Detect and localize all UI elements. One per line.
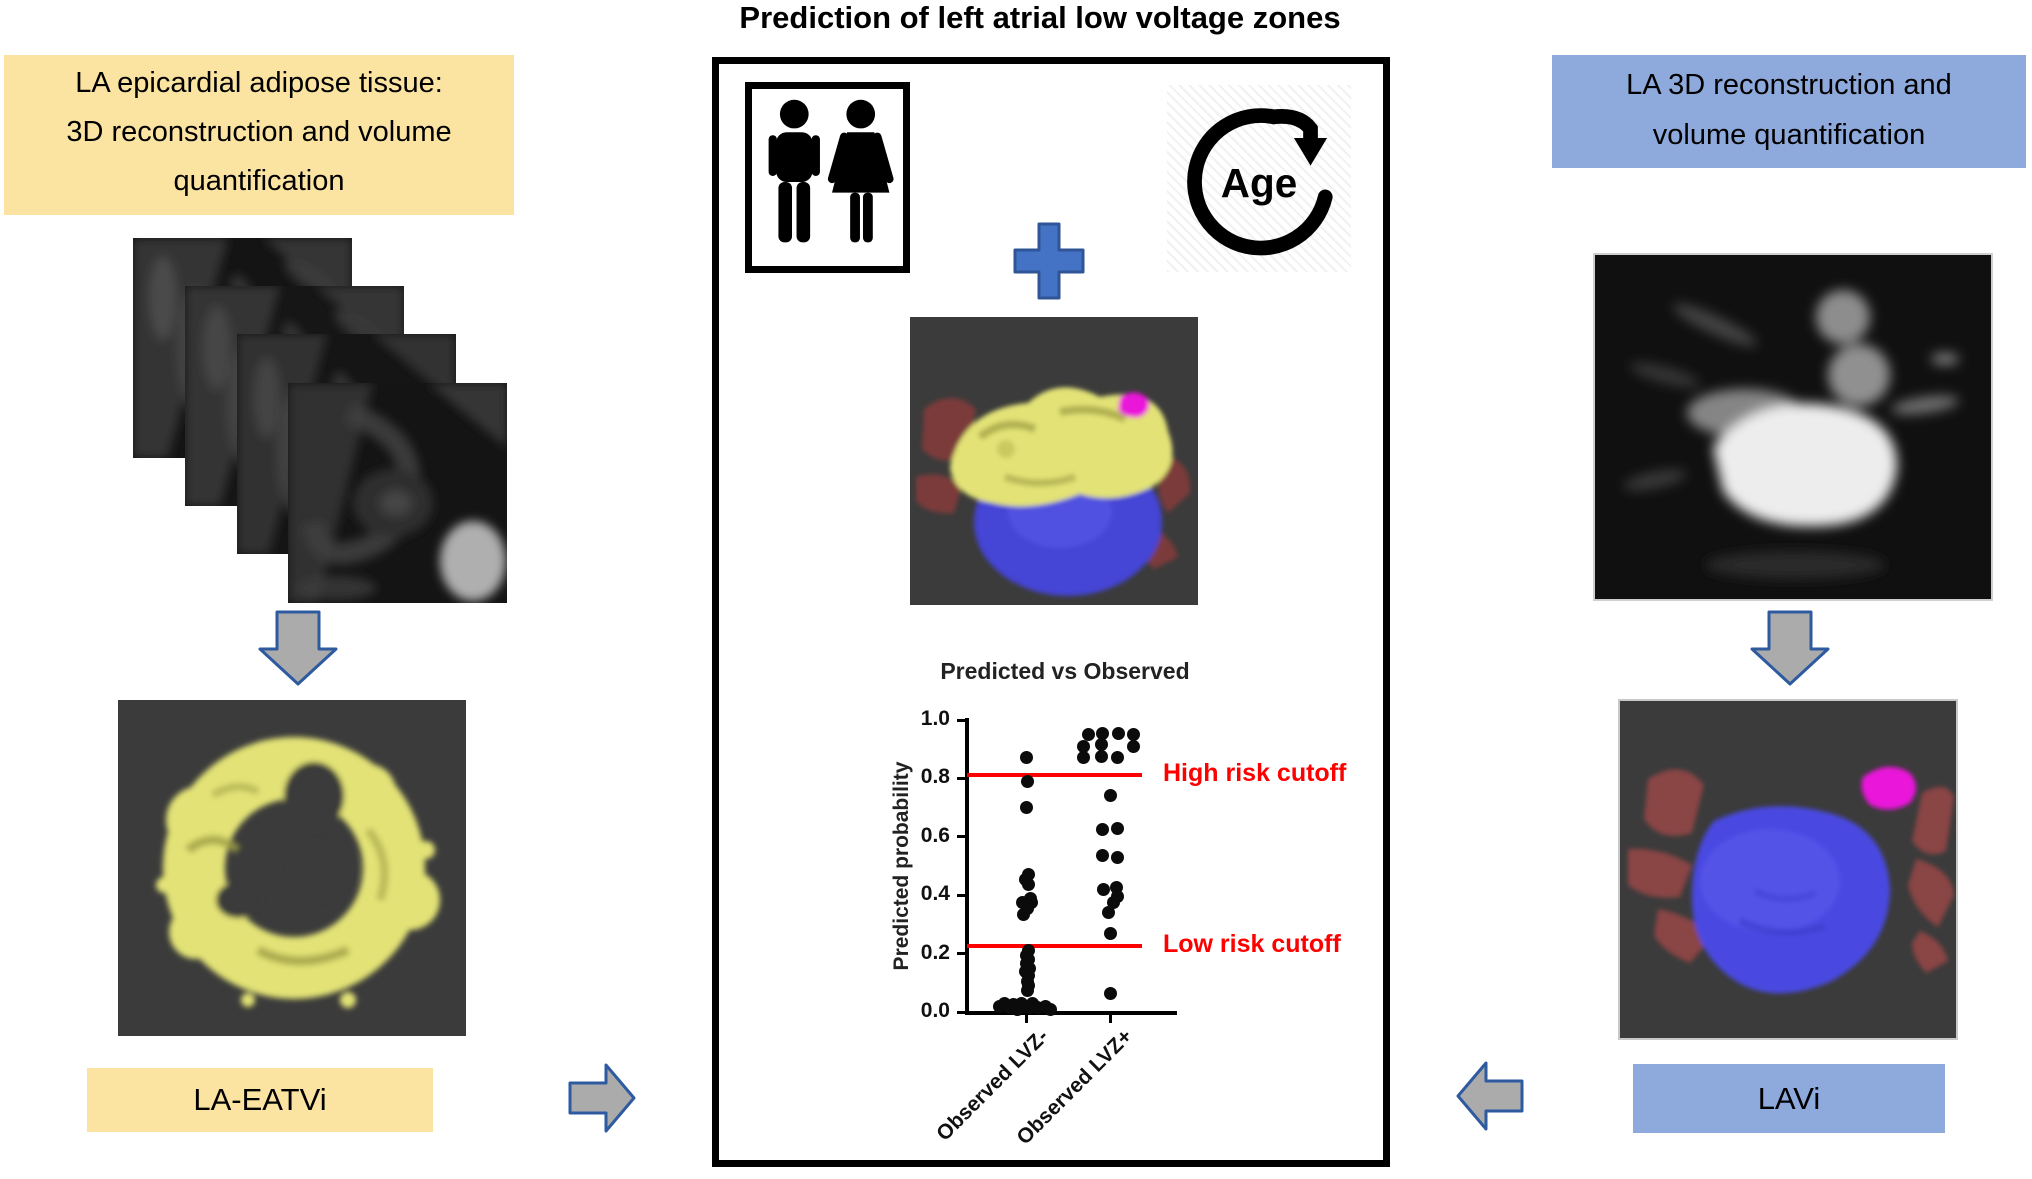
chart-y-axis-label: Predicted probability bbox=[890, 761, 913, 971]
y-tick-label: 1.0 bbox=[920, 707, 950, 730]
scatter-point bbox=[1081, 728, 1095, 742]
la-mri-image bbox=[1593, 253, 1993, 601]
predicted-vs-observed-chart: Predicted vs Observed Predicted probabil… bbox=[870, 650, 1390, 1165]
scatter-point bbox=[1103, 986, 1117, 1000]
figure-title: Prediction of left atrial low voltage zo… bbox=[739, 0, 1341, 35]
cutoff-line bbox=[967, 773, 1142, 777]
y-tick-mark bbox=[957, 835, 965, 839]
left-header-line2: 3D reconstruction and volume bbox=[66, 116, 452, 148]
y-tick-label: 0.4 bbox=[920, 882, 950, 906]
lavi-label: LAVi bbox=[1633, 1064, 1945, 1133]
scatter-point bbox=[1010, 1002, 1024, 1016]
cutoff-line bbox=[967, 944, 1142, 948]
cutoff-label: Low risk cutoff bbox=[1163, 930, 1341, 959]
scatter-point bbox=[1103, 926, 1117, 940]
scatter-point bbox=[1126, 739, 1140, 753]
scatter-point bbox=[1021, 878, 1035, 892]
scatter-point bbox=[1094, 750, 1108, 763]
scatter-point bbox=[1126, 728, 1140, 742]
y-tick-mark bbox=[957, 893, 965, 897]
mri-slice-image-4 bbox=[288, 383, 507, 608]
scatter-point bbox=[1103, 789, 1117, 803]
scatter-point bbox=[1106, 896, 1120, 909]
right-down-arrow-icon bbox=[1750, 610, 1830, 686]
y-tick-label: 0.6 bbox=[920, 823, 950, 847]
right-header-line1: LA 3D reconstruction and bbox=[1626, 69, 1952, 101]
chart-y-axis bbox=[965, 718, 969, 1014]
right-header-box: LA 3D reconstruction and volume quantifi… bbox=[1552, 55, 2026, 168]
scatter-point bbox=[1019, 801, 1033, 815]
scatter-point bbox=[1094, 738, 1108, 752]
scatter-point bbox=[1043, 1002, 1057, 1016]
scatter-point bbox=[1111, 726, 1125, 740]
y-tick-mark bbox=[957, 1010, 965, 1014]
chart-title: Predicted vs Observed bbox=[940, 658, 1190, 684]
y-tick-label: 0.2 bbox=[920, 940, 950, 964]
scatter-point bbox=[992, 999, 1006, 1013]
scatter-point bbox=[1096, 882, 1110, 896]
cutoff-label: High risk cutoff bbox=[1163, 759, 1347, 788]
scatter-point bbox=[1076, 751, 1090, 765]
scatter-point bbox=[1095, 726, 1109, 740]
la-3d-reconstruction-image bbox=[1618, 699, 1958, 1040]
scatter-point bbox=[1020, 774, 1034, 788]
x-category-tick bbox=[1024, 1014, 1028, 1023]
scatter-point bbox=[1095, 849, 1109, 863]
y-tick-mark bbox=[957, 776, 965, 780]
scatter-point bbox=[1020, 983, 1034, 997]
age-cycle-icon: Age bbox=[1167, 85, 1351, 272]
scatter-point bbox=[1110, 751, 1124, 765]
male-female-icon bbox=[745, 82, 910, 273]
y-tick-label: 0.0 bbox=[920, 999, 950, 1022]
y-tick-mark bbox=[957, 952, 965, 956]
scatter-point bbox=[1019, 751, 1033, 765]
x-category-tick bbox=[1108, 1014, 1112, 1023]
left-to-center-arrow-icon bbox=[568, 1063, 636, 1133]
plus-icon bbox=[1013, 222, 1085, 300]
scatter-point bbox=[1016, 907, 1030, 921]
chart-x-axis bbox=[965, 1011, 1177, 1015]
right-to-center-arrow-icon bbox=[1456, 1061, 1524, 1131]
y-tick-label: 0.8 bbox=[920, 765, 950, 789]
scatter-point bbox=[1095, 823, 1109, 836]
left-header-box: LA epicardial adipose tissue: 3D reconst… bbox=[4, 55, 514, 215]
age-text: Age bbox=[1221, 160, 1297, 206]
scatter-point bbox=[1110, 821, 1124, 835]
left-header-line3: quantification bbox=[173, 165, 345, 197]
scatter-point bbox=[1076, 739, 1090, 753]
scatter-point bbox=[1110, 850, 1124, 864]
scatter-point bbox=[1101, 906, 1115, 920]
la-eatvi-label: LA-EATVi bbox=[87, 1068, 433, 1132]
left-down-arrow-icon bbox=[258, 610, 338, 686]
right-header-line2: volume quantification bbox=[1652, 119, 1926, 151]
y-tick-mark bbox=[957, 718, 965, 722]
combined-3d-model-image bbox=[910, 317, 1198, 605]
scatter-point bbox=[1022, 1001, 1036, 1015]
left-header-line1: LA epicardial adipose tissue: bbox=[75, 67, 443, 99]
eat-3d-reconstruction-image bbox=[118, 700, 466, 1036]
